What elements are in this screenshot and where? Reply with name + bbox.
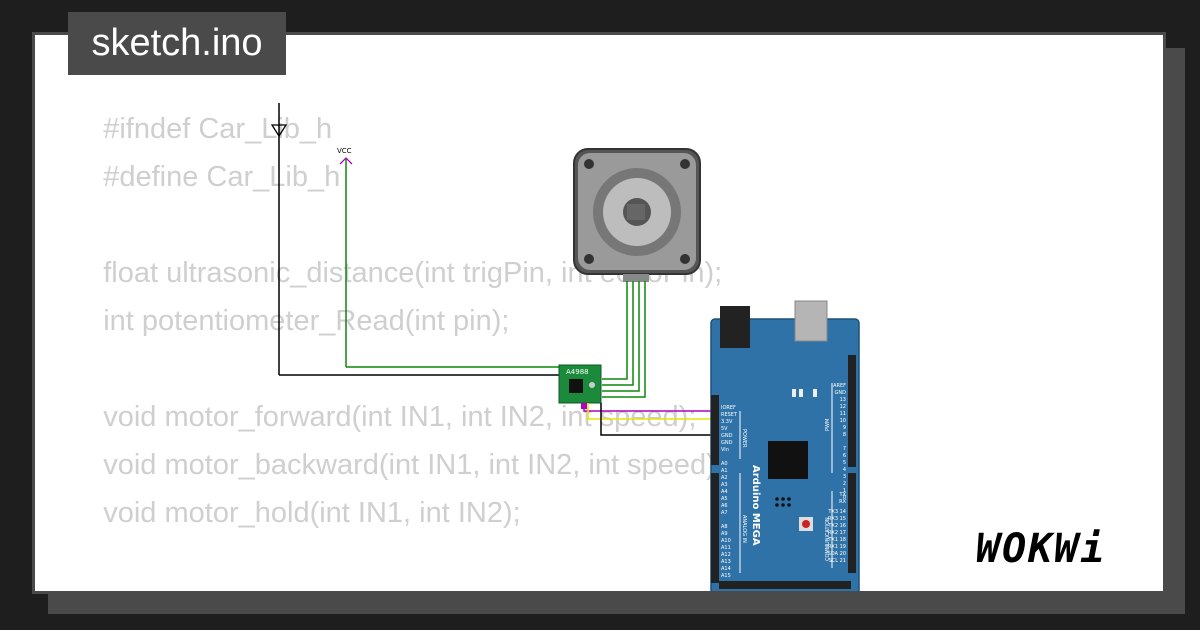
svg-text:A3: A3 <box>721 482 728 488</box>
svg-text:2: 2 <box>843 481 846 487</box>
svg-text:AREF: AREF <box>833 383 846 389</box>
svg-text:RX1 19: RX1 19 <box>828 544 846 550</box>
svg-text:A6: A6 <box>721 503 728 509</box>
code-line: float ultrasonic_distance(int trigPin, i… <box>103 257 723 289</box>
svg-text:A9: A9 <box>721 531 728 537</box>
svg-text:10: 10 <box>840 418 846 424</box>
svg-text:TX3 14: TX3 14 <box>827 509 846 515</box>
svg-text:13: 13 <box>840 397 846 403</box>
power-label: POWER <box>741 429 747 448</box>
arduino-mega-board: Arduino MEGA POWER ANALOG IN PWM COMMUNI… <box>710 300 860 591</box>
code-line: void motor_hold(int IN1, int IN2); <box>103 497 521 529</box>
svg-text:A5: A5 <box>721 496 728 502</box>
svg-text:3.3V: 3.3V <box>721 419 733 425</box>
code-line: int potentiometer_Read(int pin); <box>103 305 510 337</box>
svg-text:5: 5 <box>843 460 846 466</box>
svg-text:GND: GND <box>835 390 847 396</box>
stepper-motor <box>573 148 701 282</box>
svg-text:A12: A12 <box>721 552 731 558</box>
filename-tab: sketch.ino <box>68 12 286 75</box>
svg-text:A15: A15 <box>721 573 731 579</box>
a4988-driver: A4988 <box>558 364 602 409</box>
code-line: void motor_backward(int IN1, int IN2, in… <box>103 449 724 481</box>
header-analog-labels: A0 A1 A2 A3 A4 A5 A6 A7 A8 A9 A10 A11 A1… <box>721 461 731 579</box>
svg-text:Vin: Vin <box>721 447 729 453</box>
analog-label: ANALOG IN <box>741 515 747 543</box>
preview-card: #ifndef Car_Lib_h #define Car_Lib_h floa… <box>32 32 1166 594</box>
svg-text:TX1 18: TX1 18 <box>827 537 846 543</box>
svg-text:TX2 16: TX2 16 <box>827 523 846 529</box>
circuit-diagram: VCC A4988 <box>270 103 860 591</box>
svg-text:A2: A2 <box>721 475 728 481</box>
svg-text:A14: A14 <box>721 566 731 572</box>
svg-text:GND: GND <box>721 440 733 446</box>
svg-text:SCL 21: SCL 21 <box>829 558 846 564</box>
svg-text:11: 11 <box>840 411 846 417</box>
svg-text:RESET: RESET <box>721 412 738 418</box>
header-comm-labels: TX RX TX3 14 RX3 15 TX2 16 RX2 17 TX1 18… <box>827 492 846 564</box>
svg-text:IOREF: IOREF <box>721 405 736 411</box>
vcc-label: VCC <box>337 147 352 155</box>
svg-text:12: 12 <box>840 404 846 410</box>
svg-text:A7: A7 <box>721 510 728 516</box>
svg-text:1: 1 <box>843 488 846 494</box>
svg-text:RX3 15: RX3 15 <box>828 516 846 522</box>
svg-text:TX: TX <box>839 492 847 498</box>
header-left-labels: IOREF RESET 3.3V 5V GND GND Vin <box>721 405 738 453</box>
svg-text:A4: A4 <box>721 489 728 495</box>
motor-wires <box>602 281 646 398</box>
vcc-symbol: VCC <box>337 147 563 368</box>
wokwi-logo: WOKWi <box>976 526 1107 572</box>
svg-text:RX2 17: RX2 17 <box>828 530 846 536</box>
svg-text:A11: A11 <box>721 545 731 551</box>
svg-text:6: 6 <box>843 453 846 459</box>
svg-text:A8: A8 <box>721 524 728 530</box>
svg-text:0: 0 <box>843 495 846 501</box>
pwm-label: PWM <box>825 419 831 431</box>
ground-symbol <box>270 103 563 376</box>
code-line: #ifndef Car_Lib_h <box>103 113 333 145</box>
svg-text:A10: A10 <box>721 538 731 544</box>
svg-text:SDA 20: SDA 20 <box>828 551 846 557</box>
svg-text:RX: RX <box>839 499 846 505</box>
svg-text:A0: A0 <box>721 461 728 467</box>
code-line: void motor_forward(int IN1, int IN2, int… <box>103 401 697 433</box>
code-line: #define Car_Lib_h <box>103 161 341 193</box>
code-background: #ifndef Car_Lib_h #define Car_Lib_h floa… <box>71 35 724 529</box>
svg-text:9: 9 <box>843 425 846 431</box>
svg-text:GND: GND <box>721 433 733 439</box>
svg-text:8: 8 <box>843 432 846 438</box>
svg-text:7: 7 <box>843 446 846 452</box>
driver-label: A4988 <box>566 368 589 376</box>
board-label: Arduino MEGA <box>750 465 761 546</box>
svg-text:A1: A1 <box>721 468 728 474</box>
comm-label: COMMUNICATION <box>825 517 831 561</box>
svg-text:4: 4 <box>843 467 846 473</box>
header-right-labels: AREF GND 13 12 11 10 9 8 7 6 5 4 3 2 1 0 <box>833 383 846 501</box>
svg-text:3: 3 <box>843 474 846 480</box>
svg-text:5V: 5V <box>721 426 728 432</box>
svg-text:A13: A13 <box>721 559 731 565</box>
